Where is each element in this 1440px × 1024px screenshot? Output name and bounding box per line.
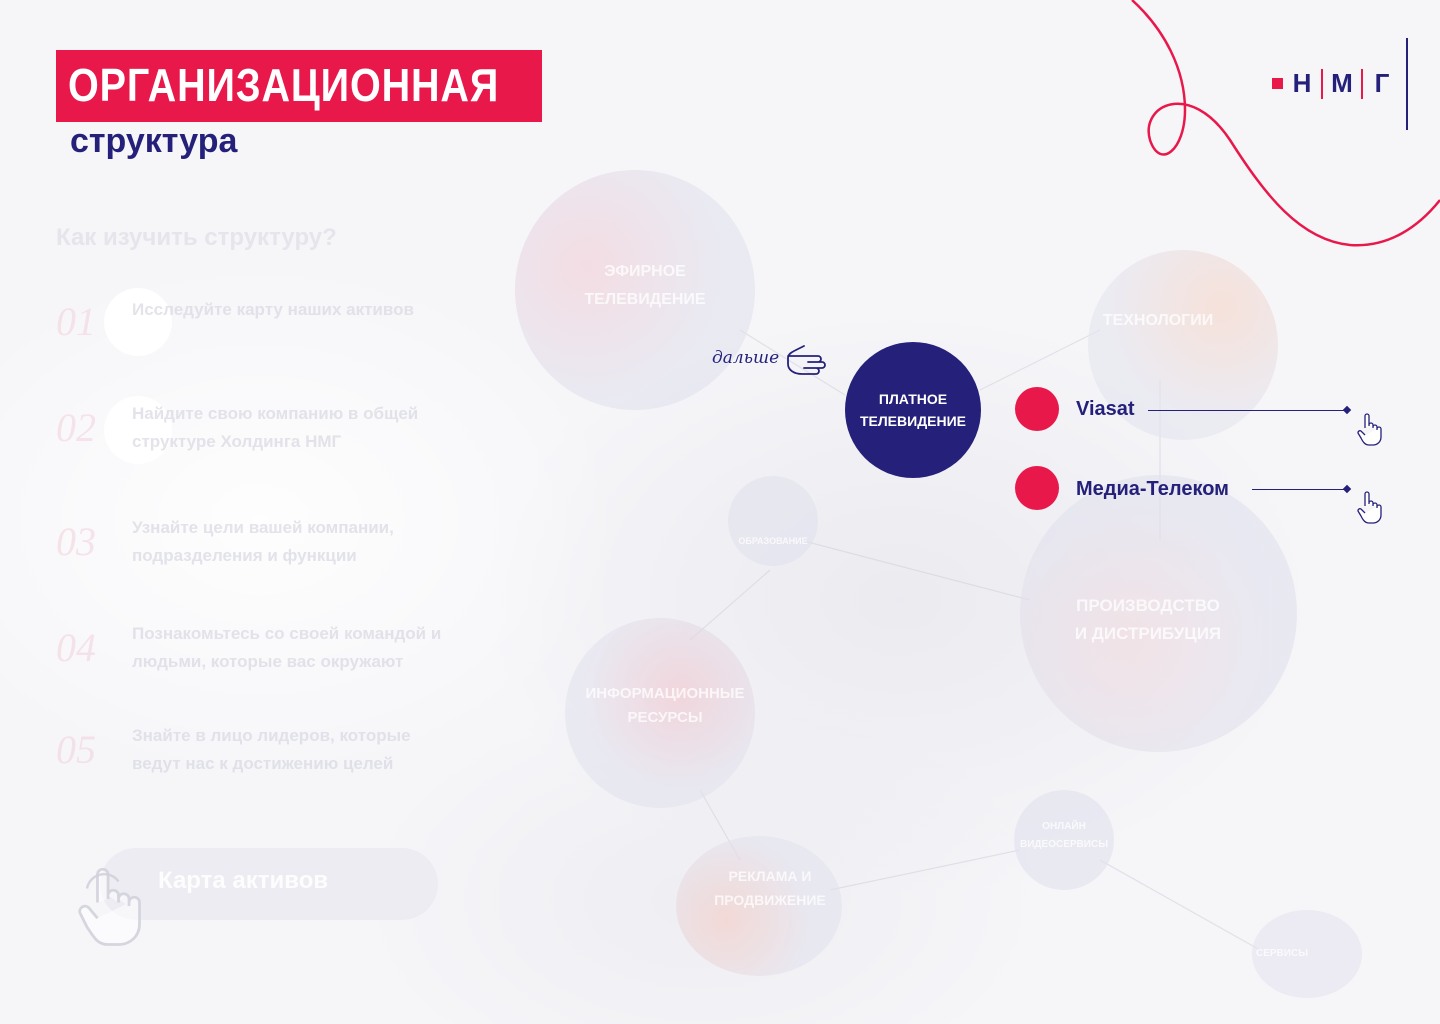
step-text: Исследуйте карту наших активов — [132, 300, 414, 319]
node-services[interactable] — [1252, 910, 1362, 998]
asset-map-button-label: Карта активов — [158, 867, 329, 894]
step-number: 03 — [56, 519, 96, 564]
page-title: ОРГАНИЗАЦИОННАЯ — [68, 59, 500, 111]
node-education[interactable] — [728, 476, 818, 566]
node-technology-label: ТЕХНОЛОГИИ — [1102, 312, 1214, 329]
logo-divider — [1321, 68, 1323, 99]
step-text: Найдите свою компанию в общей структуре … — [132, 404, 419, 451]
step-circle — [104, 396, 172, 464]
node-advertising[interactable] — [676, 836, 842, 976]
logo-square — [1272, 78, 1283, 89]
logo-divider — [1361, 68, 1363, 99]
step-number: 02 — [56, 405, 96, 450]
node-production[interactable] — [1020, 475, 1297, 752]
company-media-telecom-link[interactable]: Медиа-Телеком — [1076, 478, 1229, 500]
node-technology[interactable] — [1088, 250, 1278, 440]
connector-line — [1148, 410, 1346, 411]
asset-map-button[interactable] — [100, 848, 438, 920]
step-number: 05 — [56, 727, 96, 772]
step-text: Узнайте цели вашей компании, подразделен… — [132, 518, 394, 565]
pointer-hand-icon[interactable] — [1356, 490, 1384, 524]
node-pay-tv[interactable]: ПЛАТНОЕ ТЕЛЕВИДЕНИЕ — [845, 342, 981, 478]
step-number: 01 — [56, 299, 96, 344]
node-production-label: ПРОИЗВОДСТВО И ДИСТРИБУЦИЯ — [1074, 596, 1222, 643]
pointing-hand-right-icon — [787, 345, 826, 375]
node-services-label: СЕРВИСЫ — [1256, 948, 1308, 959]
node-broadcast-tv-label: ЭФИРНОЕ ТЕЛЕВИДЕНИЕ — [584, 263, 706, 308]
company-viasat-link[interactable]: Viasat — [1076, 398, 1135, 420]
node-broadcast-tv[interactable] — [515, 170, 755, 410]
node-pay-tv-label-line2: ТЕЛЕВИДЕНИЕ — [859, 413, 967, 429]
next-label: дальше — [712, 348, 780, 368]
connector-line — [1252, 489, 1346, 490]
step-circle — [104, 288, 172, 356]
step-text: Познакомьтесь со своей командой и людьми… — [132, 624, 442, 671]
node-online-video[interactable] — [1014, 790, 1114, 890]
node-education-label: ОБРАЗОВАНИЕ — [738, 536, 808, 546]
node-advertising-label: РЕКЛАМА И ПРОДВИЖЕНИЕ — [714, 868, 826, 908]
node-info-resources-label: ИНФОРМАЦИОННЫЕ РЕСУРСЫ — [585, 685, 745, 726]
company-media-telecom-dot[interactable] — [1015, 466, 1059, 510]
pointer-hand-icon[interactable] — [1356, 412, 1384, 446]
logo-vertical-line — [1406, 38, 1408, 130]
step-text: Знайте в лицо лидеров, которые ведут нас… — [132, 726, 411, 773]
nmg-logo: Н М Г — [1272, 38, 1408, 130]
logo-letter: Н — [1292, 68, 1312, 98]
title-banner — [56, 50, 542, 122]
node-pay-tv-label-line1: ПЛАТНОЕ — [878, 391, 948, 407]
company-viasat-dot[interactable] — [1015, 387, 1059, 431]
pointer-hand-icon — [78, 867, 141, 946]
step-number: 04 — [56, 625, 96, 670]
node-info-resources[interactable] — [565, 618, 755, 808]
logo-letter: Г — [1374, 68, 1390, 98]
guide-heading: Как изучить структуру? — [56, 224, 337, 251]
node-online-video-label: ОНЛАЙН ВИДЕОСЕРВИСЫ — [1020, 821, 1108, 850]
logo-letter: М — [1331, 68, 1353, 98]
page-subtitle: структура — [70, 122, 238, 160]
